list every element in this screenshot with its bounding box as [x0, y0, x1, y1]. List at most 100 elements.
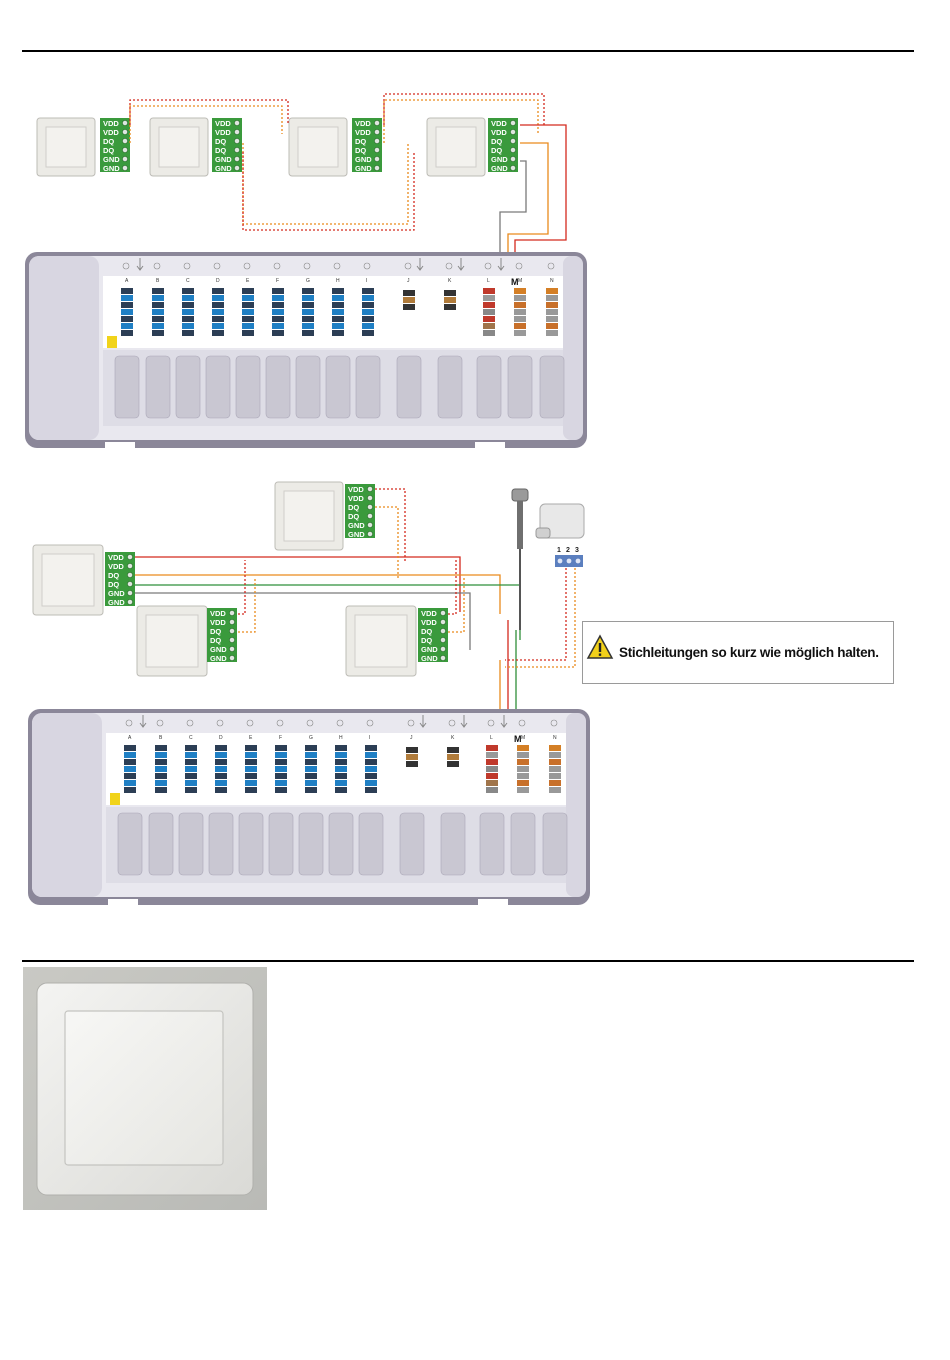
m-label: M [514, 734, 522, 744]
terminal-label: VDD [491, 119, 507, 128]
terminal-label: VDD [210, 609, 226, 618]
terminal-label: VDD [421, 609, 437, 618]
control-unit: ABCDEFGHIJKLMNM [28, 709, 590, 905]
terminal-label: GND [108, 598, 125, 607]
power-terminal [486, 766, 498, 772]
room-sensor-unit [275, 482, 343, 550]
jumper [403, 304, 415, 310]
terminal-screw [127, 599, 132, 604]
power-terminal [517, 773, 529, 779]
foot [108, 899, 138, 905]
blue-terminal [275, 780, 287, 786]
blue-terminal [302, 288, 314, 294]
terminal-label: VDD [491, 128, 507, 137]
terminal-screw [122, 120, 127, 125]
blue-terminal [332, 323, 344, 329]
blue-terminal [121, 302, 133, 308]
power-terminal [486, 787, 498, 793]
blue-terminal [155, 766, 167, 772]
valve-port [179, 813, 203, 875]
wire [238, 560, 245, 614]
terminal-label: GND [348, 521, 365, 530]
blue-terminal [242, 295, 254, 301]
blue-terminal [185, 759, 197, 765]
power-terminal [549, 752, 561, 758]
zone-letter: F [276, 278, 279, 284]
power-terminal [483, 323, 495, 329]
zone-letter: M [521, 735, 525, 741]
blue-terminal [182, 302, 194, 308]
terminal-label: GND [421, 654, 438, 663]
blue-terminal [335, 766, 347, 772]
blue-terminal [302, 330, 314, 336]
blue-terminal [121, 288, 133, 294]
terminal-screw [234, 120, 239, 125]
blue-terminal [275, 752, 287, 758]
power-terminal [514, 330, 526, 336]
foot [475, 442, 505, 448]
blue-terminal [121, 309, 133, 315]
blue-terminal [335, 752, 347, 758]
terminal-label: GND [491, 155, 508, 164]
blue-terminal [152, 323, 164, 329]
blue-terminal [212, 302, 224, 308]
terminal-screw [440, 646, 445, 651]
sensor-terminal-block: VDDVDDDQDQGNDGND [345, 484, 375, 539]
terminal-screw [229, 610, 234, 615]
terminal-screw [122, 165, 127, 170]
valve-port [146, 356, 170, 418]
blue-terminal [155, 759, 167, 765]
blue-terminal [305, 773, 317, 779]
blue-terminal [335, 773, 347, 779]
blue-terminal [362, 316, 374, 322]
blue-terminal [212, 316, 224, 322]
terminal-label: DQ [210, 627, 221, 636]
terminal-label: GND [215, 164, 232, 173]
zone-letter: H [339, 735, 343, 741]
valve-port [296, 356, 320, 418]
terminal-screw [234, 147, 239, 152]
yellow-terminal [110, 793, 120, 805]
terminal-screw [510, 129, 515, 134]
blue-terminal [124, 787, 136, 793]
blue-terminal [275, 766, 287, 772]
terminal-screw [374, 147, 379, 152]
blue-terminal [152, 295, 164, 301]
power-terminal [483, 288, 495, 294]
blue-terminal [152, 330, 164, 336]
room-sensor-unit [33, 545, 103, 615]
outdoor-sensor-housing [536, 504, 584, 538]
sensor-pin-label: 2 [566, 547, 570, 554]
blue-terminal [124, 773, 136, 779]
room-sensor-unit [37, 118, 95, 176]
blue-terminal [182, 309, 194, 315]
wire [448, 560, 456, 614]
terminal-label: GND [103, 155, 120, 164]
terminal-screw [127, 590, 132, 595]
blue-terminal [124, 759, 136, 765]
jumper [406, 754, 418, 760]
blue-terminal [302, 295, 314, 301]
zone-letter: C [189, 735, 193, 741]
sensor-terminal-block: VDDVDDDQDQGNDGND [488, 118, 518, 173]
terminal-screw [127, 554, 132, 559]
blue-terminal [275, 759, 287, 765]
power-terminal [546, 309, 558, 315]
terminal-label: DQ [421, 627, 432, 636]
terminal-label: VDD [421, 618, 437, 627]
valve-port [326, 356, 350, 418]
power-terminal [486, 773, 498, 779]
terminal-label: DQ [491, 146, 502, 155]
blue-terminal [365, 766, 377, 772]
terminal-screw [367, 504, 372, 509]
valve-port [149, 813, 173, 875]
blue-terminal [362, 330, 374, 336]
room-sensor-unit [346, 606, 416, 676]
power-terminal [483, 330, 495, 336]
terminal-screw [127, 572, 132, 577]
blue-terminal [185, 766, 197, 772]
terminal-label: DQ [210, 636, 221, 645]
blue-terminal [272, 316, 284, 322]
power-terminal [546, 295, 558, 301]
zone-letter: L [490, 735, 493, 741]
